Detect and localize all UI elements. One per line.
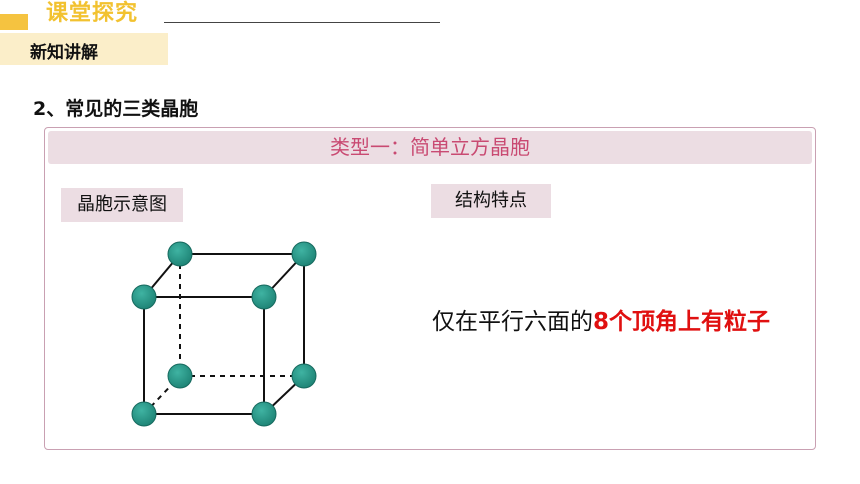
card-title: 类型一：简单立方晶胞 bbox=[330, 135, 530, 159]
feature-text-plain: 仅在平行六面的 bbox=[432, 309, 593, 335]
atom bbox=[131, 284, 157, 310]
feature-label-tag: 结构特点 bbox=[431, 184, 551, 218]
content-card bbox=[44, 127, 816, 450]
atom bbox=[167, 363, 193, 389]
atom bbox=[167, 241, 193, 267]
atom bbox=[291, 241, 317, 267]
atom bbox=[251, 284, 277, 310]
feature-text-highlight: 8个顶角上有粒子 bbox=[593, 309, 771, 335]
card-title-bar: 类型一：简单立方晶胞 bbox=[48, 131, 812, 164]
simple-cubic-cell-diagram bbox=[131, 241, 317, 427]
subtitle-tag-label: 新知讲解 bbox=[30, 43, 98, 63]
hidden-edges bbox=[143, 254, 304, 415]
corner-atoms bbox=[131, 241, 317, 427]
diagram-label-tag: 晶胞示意图 bbox=[61, 188, 183, 222]
subtitle-tag: 新知讲解 bbox=[0, 33, 168, 65]
atom bbox=[251, 401, 277, 427]
atom bbox=[291, 363, 317, 389]
header-title: 课堂探究 bbox=[46, 1, 139, 26]
feature-text: 仅在平行六面的8个顶角上有粒子 bbox=[432, 302, 770, 336]
section-heading: 2、常见的三类晶胞 bbox=[33, 98, 199, 120]
header-underline bbox=[164, 22, 440, 23]
diagram-label: 晶胞示意图 bbox=[77, 194, 167, 215]
atom bbox=[131, 401, 157, 427]
header-accent-block bbox=[0, 14, 28, 30]
feature-label: 结构特点 bbox=[455, 190, 527, 211]
